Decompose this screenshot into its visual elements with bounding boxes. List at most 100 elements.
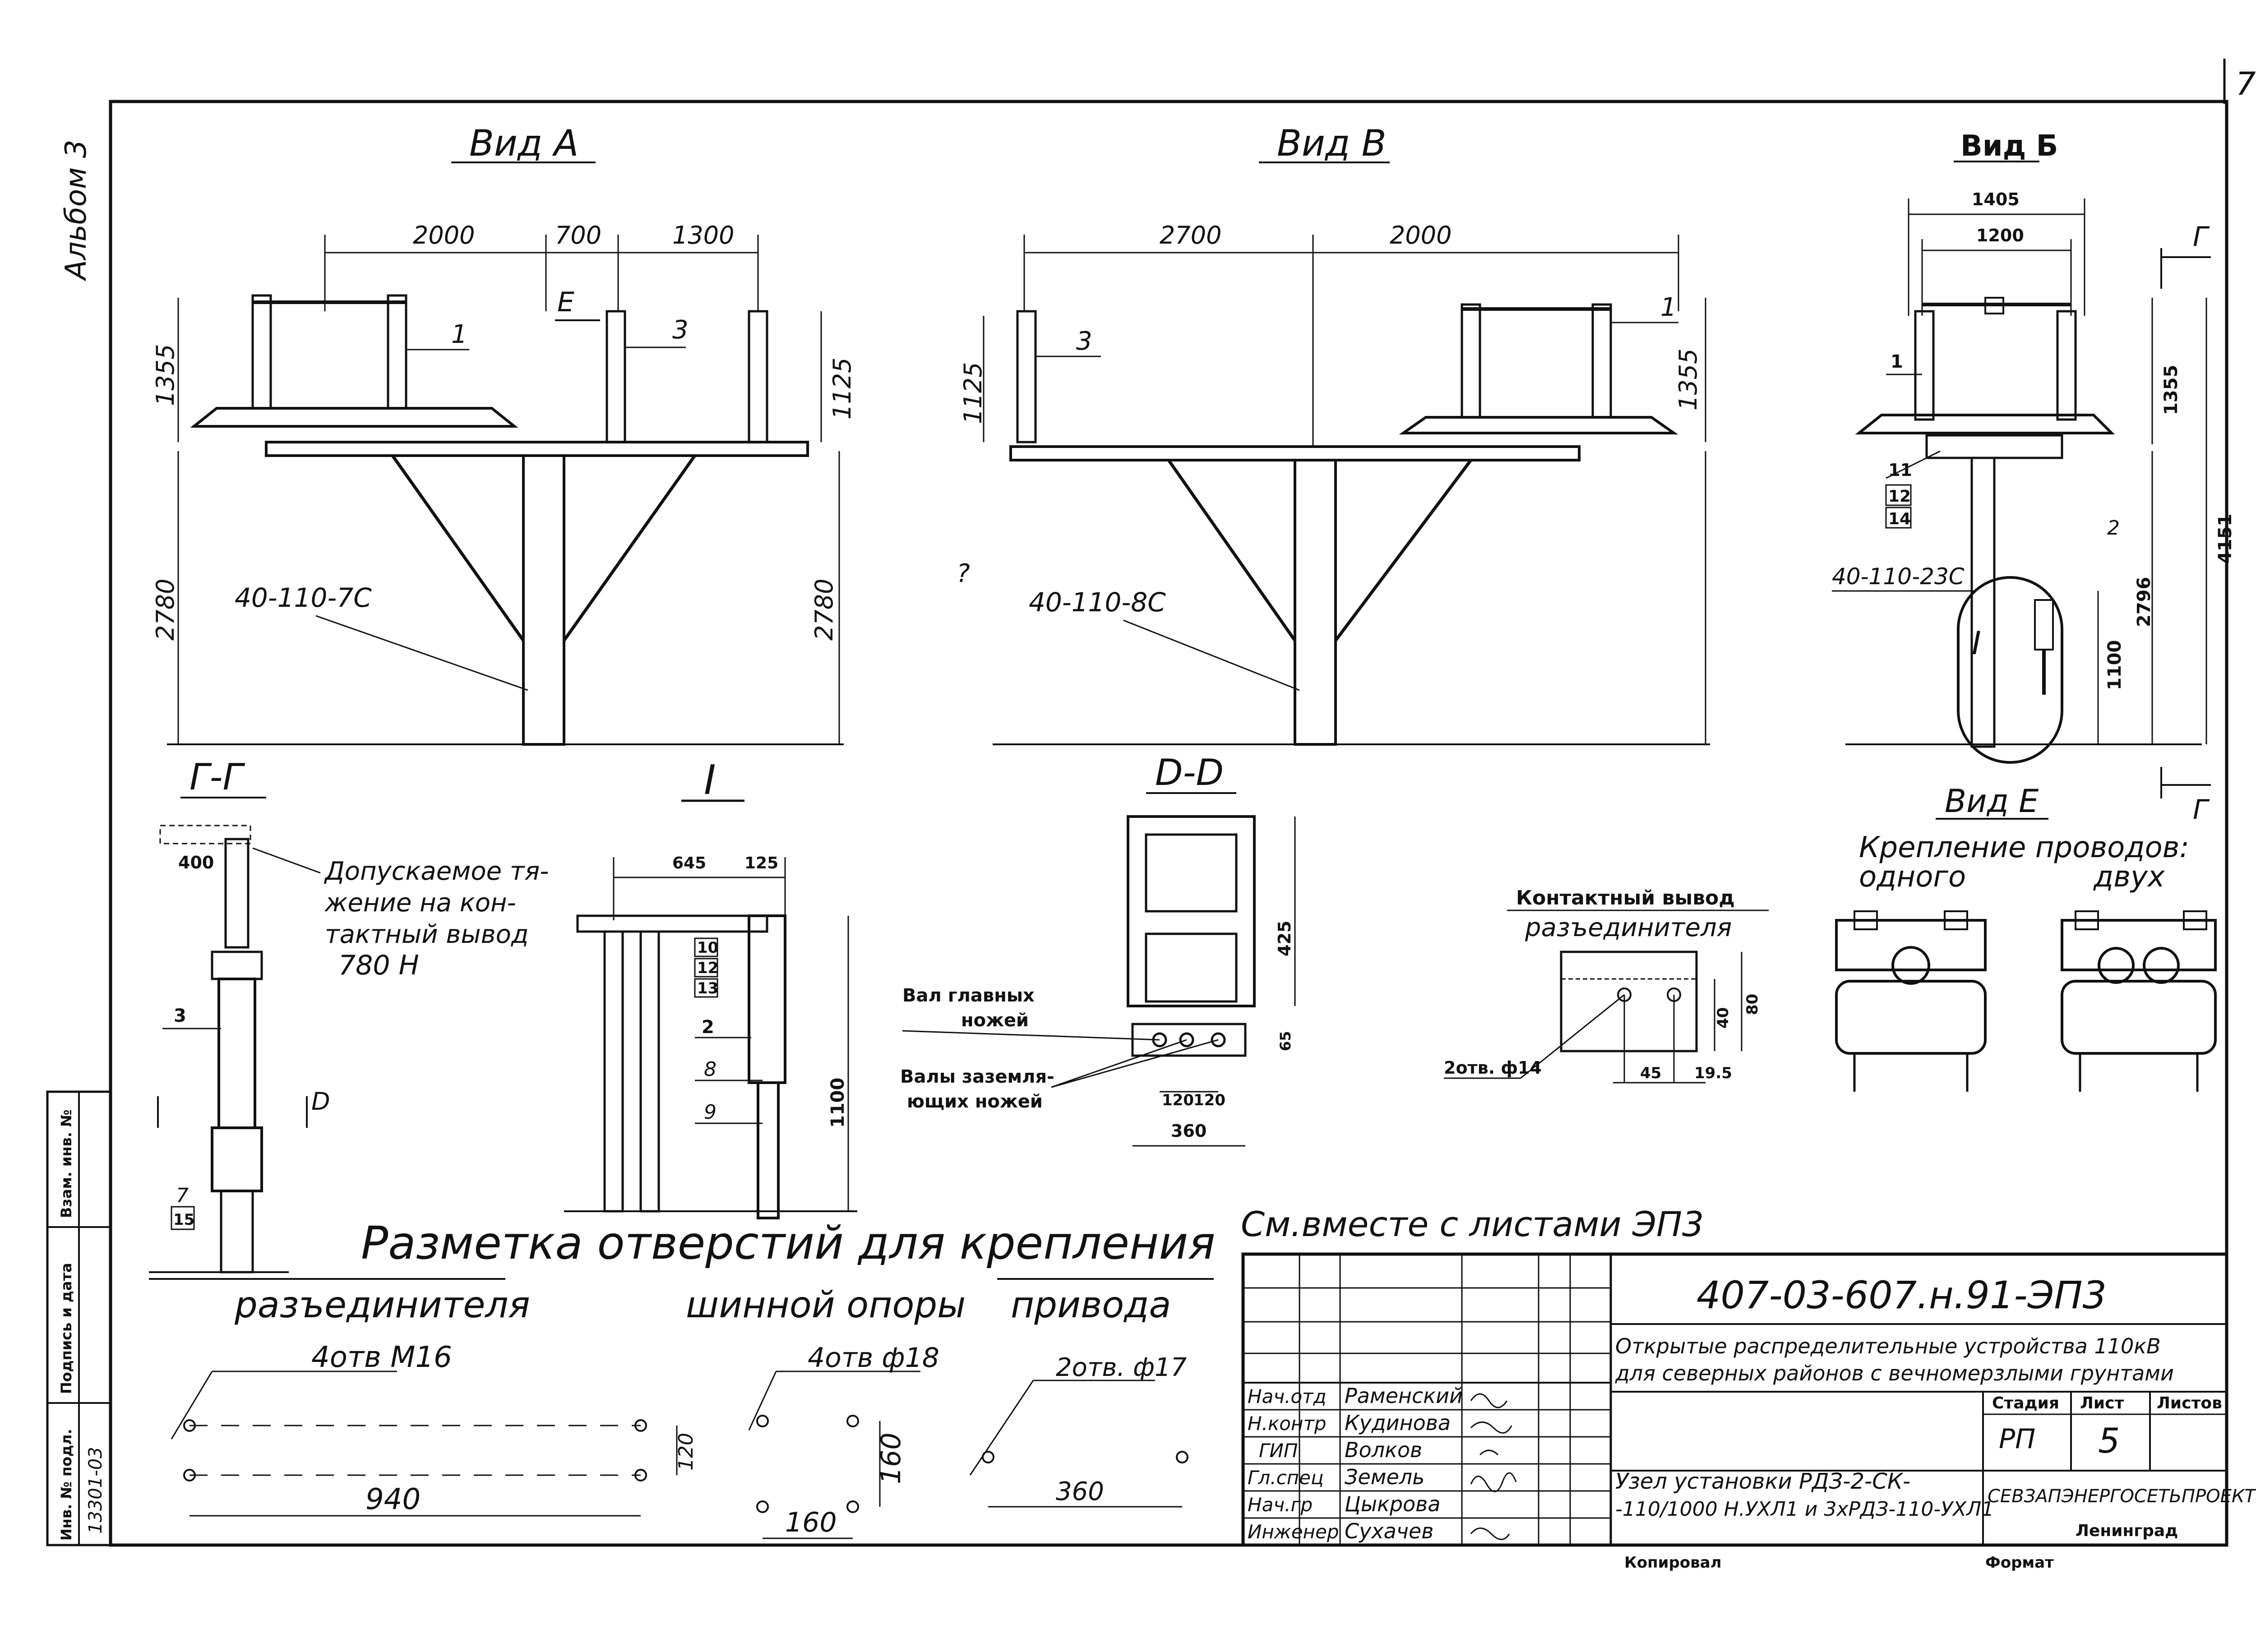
section-dd-dim-425: 425 [1275, 921, 1294, 956]
role-4: Гл.спец [1248, 1467, 1324, 1489]
view-c-callout-1: 1 [1891, 351, 1903, 372]
copied-label: Копировал [1624, 1554, 1722, 1572]
view-c-dim-1: 1405 [1972, 189, 2020, 209]
role-3-name: Волков [1345, 1438, 1422, 1462]
contact-dim-80: 80 [1743, 994, 1761, 1015]
view-a-part-label: 40-110-7С [235, 582, 372, 613]
view-a-title: Вид А [469, 122, 578, 164]
view-b-question: ? [957, 559, 970, 588]
org-name: СЕВЗАПЭНЕРГОСЕТЬПРОЕКТ [1988, 1486, 2256, 1507]
view-a-dim-1: 2000 [413, 221, 475, 249]
marking-group-3-holes: 2отв. ф17 [1056, 1353, 1187, 1382]
sheet-header: Лист [2080, 1394, 2124, 1412]
view-c-callout-14: 14 [1888, 510, 1911, 528]
view-c: Вид Б 1405 1200 Г Г 1355 4151 2796 1100 [1832, 129, 2236, 826]
view-e-title: Вид Е [1945, 783, 2039, 820]
view-e-caption-1: Крепление проводов: [1859, 831, 2189, 864]
view-b-callout-3: 3 [1076, 327, 1092, 356]
marking-group-3-name: привода [1011, 1284, 1171, 1326]
section-gg-dim: 400 [178, 853, 214, 872]
section-gg-note-3: тактный вывод [325, 920, 529, 949]
title-block-drawing-1: Узел установки РДЗ-2-СК- [1615, 1469, 1910, 1494]
side-stamp-cell-3: Взам. инв. № [58, 1109, 75, 1218]
drawing-frame [109, 100, 2228, 1547]
role-3: ГИП [1259, 1440, 1298, 1462]
view-e: Вид Е Крепление проводов: одного двух [1835, 783, 2217, 1092]
view-a: Вид А 2000 700 1300 1355 1125 2780 2780 [151, 122, 856, 746]
marking-group-2-holes: 4отв ф18 [808, 1342, 939, 1374]
format-label: Формат [1985, 1554, 2054, 1572]
role-5: Нач.гр [1248, 1494, 1313, 1516]
view-a-dim-3: 1300 [672, 221, 734, 249]
marking-group-2-dim-b: 160 [875, 1432, 907, 1484]
section-dd-dim-65: 65 [1277, 1031, 1294, 1051]
marking-group-2-name: шинной опоры [686, 1284, 966, 1326]
section-i-callout-12: 12 [697, 959, 718, 977]
view-c-detail-mark: I [1972, 625, 1981, 662]
role-6-name: Сухачев [1345, 1519, 1433, 1543]
view-b-dim-left: 1125 [959, 362, 987, 424]
contact-dim-40: 40 [1714, 1007, 1732, 1029]
view-b-dim-2: 2000 [1390, 221, 1452, 249]
view-a-callout-3: 3 [672, 315, 689, 345]
view-e-caption-2: одного [1859, 860, 1966, 894]
section-dd-label-2b: ющих ножей [907, 1091, 1043, 1112]
section-dd: D-D 425 65 120 120 360 Вал главных ножей… [900, 752, 1296, 1147]
view-a-dim-right: 1125 [828, 358, 856, 420]
section-gg-cut-mark: D [311, 1087, 330, 1116]
contact-title: Контактный вывод [1516, 886, 1735, 909]
section-i-callout-9: 9 [704, 1101, 717, 1124]
section-gg-title: Г-Г [190, 756, 245, 798]
org-city: Ленинград [2076, 1522, 2178, 1540]
role-5-name: Цыкрова [1345, 1492, 1440, 1516]
view-c-title: Вид Б [1960, 129, 2058, 163]
section-dd-label-2a: Валы заземля- [900, 1066, 1054, 1087]
role-1-name: Раменский [1345, 1384, 1463, 1408]
view-c-callout-12: 12 [1888, 487, 1911, 506]
view-c-section-top: Г [2193, 221, 2210, 253]
section-dd-label-1b: ножей [961, 1010, 1029, 1031]
role-2-name: Кудинова [1345, 1411, 1451, 1435]
contact-output: Контактный вывод разъединителя 45 19.5 4… [1444, 886, 1769, 1084]
section-dd-dim-360: 360 [1171, 1121, 1207, 1141]
view-a-dim-2: 700 [555, 221, 601, 249]
view-a-dim-right-low: 2780 [810, 579, 838, 641]
view-b-dim-right: 1355 [1674, 349, 1702, 411]
section-gg-callout-7: 7 [176, 1184, 189, 1207]
view-c-part-label: 40-110-23С [1832, 563, 1965, 590]
title-block-code: 407-03-607.н.91-ЭП3 [1697, 1273, 2107, 1317]
view-c-callout-11: 11 [1888, 460, 1912, 480]
section-i-dim-1: 645 [672, 854, 706, 872]
stage-header: Стадия [1992, 1394, 2059, 1412]
section-gg-note-2: жение на кон- [324, 888, 516, 918]
section-i-callout-13: 13 [697, 979, 718, 997]
section-gg-callout-15: 15 [173, 1211, 194, 1229]
section-dd-title: D-D [1155, 752, 1224, 794]
role-1: Нач.отд [1248, 1385, 1327, 1407]
view-b-title: Вид В [1277, 122, 1387, 164]
side-stamp-inv: 13301-03 [85, 1447, 106, 1534]
view-c-dim-right: 1355 [2161, 365, 2182, 415]
view-c-section-bottom: Г [2193, 794, 2210, 826]
view-c-dim-mid: 2796 [2134, 577, 2154, 627]
section-i-callout-10: 10 [697, 939, 718, 957]
title-block-note: См.вместе с листами ЭП3 [1241, 1204, 1704, 1244]
section-gg-note-4: 780 Н [338, 950, 419, 981]
title-block: См.вместе с листами ЭП3 Нач.отд Раменски… [1241, 1204, 2256, 1572]
view-c-dim-total: 4151 [2215, 514, 2236, 564]
role-2: Н.контр [1248, 1412, 1327, 1435]
title-block-desc-1: Открытые распределительные устройства 11… [1615, 1334, 2161, 1358]
view-e-caption-3: двух [2093, 860, 2165, 894]
view-c-callout-2: 2 [2107, 517, 2120, 540]
section-i-callout-8: 8 [704, 1058, 717, 1081]
title-block-drawing-2: -110/1000 Н.УХЛ1 и 3хРДЗ-110-УХЛ1 [1615, 1498, 1994, 1521]
marking: Разметка отверстий для крепления разъеди… [149, 1217, 1216, 1539]
side-stamp-cell-2: Подпись и дата [58, 1263, 75, 1394]
marking-group-3-dim: 360 [1056, 1477, 1104, 1506]
marking-group-1-dim-120: 120 [675, 1433, 698, 1471]
signatures [1470, 1393, 1517, 1540]
stage-value: РП [1999, 1423, 2035, 1455]
view-b-dim-1: 2700 [1160, 221, 1221, 249]
sheet-number: 7 [2236, 65, 2256, 102]
side-stamp: Инв. № подл. Подпись и дата Взам. инв. №… [46, 1090, 112, 1546]
